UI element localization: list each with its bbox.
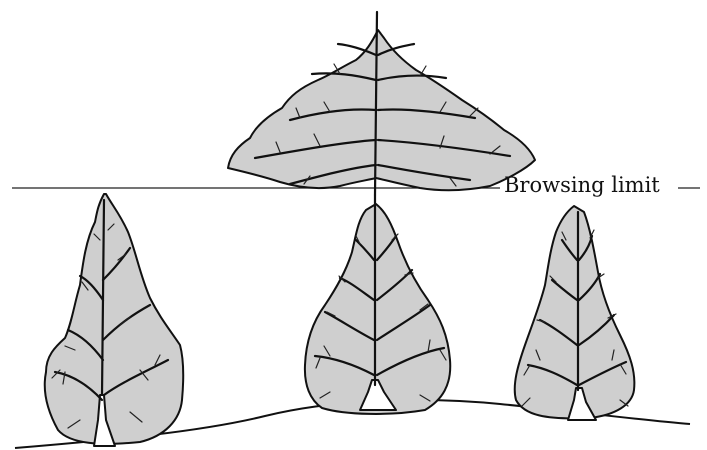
right-browsed-tree bbox=[515, 206, 635, 420]
left-tree-foliage bbox=[45, 194, 184, 444]
middle-escaped-tree bbox=[228, 12, 535, 414]
right-tree-foliage bbox=[515, 206, 635, 418]
left-browsed-tree bbox=[45, 194, 184, 446]
browsing-limit-label: Browsing limit bbox=[504, 171, 660, 199]
